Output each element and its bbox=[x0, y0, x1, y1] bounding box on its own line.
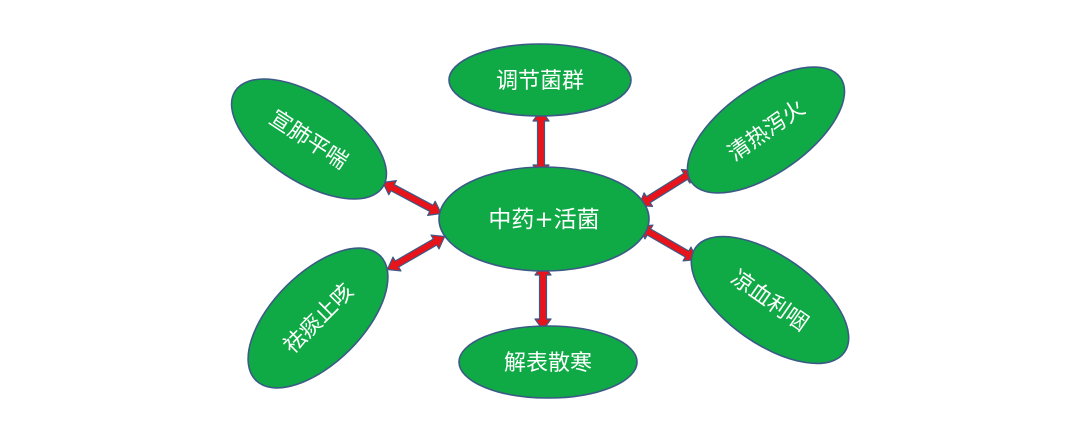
node-top-label: 调节菌群 bbox=[496, 69, 584, 94]
node-bottom-left: 祛痰止咳 bbox=[247, 247, 389, 389]
arrow-top-left-icon bbox=[378, 174, 446, 222]
node-top-left: 宣肺平喘 bbox=[230, 78, 388, 200]
arrow-bottom-icon bbox=[534, 263, 552, 331]
node-bottom-right: 凉血利咽 bbox=[690, 235, 850, 365]
arrow-top-icon bbox=[532, 109, 550, 177]
node-bottom: 解表散寒 bbox=[458, 325, 638, 399]
center-node-label: 中药+活菌 bbox=[488, 207, 599, 233]
node-bottom-label: 解表散寒 bbox=[504, 351, 592, 376]
node-top-right: 清热泻火 bbox=[686, 66, 846, 194]
arrow-bottom-left-icon bbox=[382, 228, 450, 278]
node-top: 调节菌群 bbox=[448, 43, 632, 117]
center-node: 中药+活菌 bbox=[438, 166, 650, 272]
